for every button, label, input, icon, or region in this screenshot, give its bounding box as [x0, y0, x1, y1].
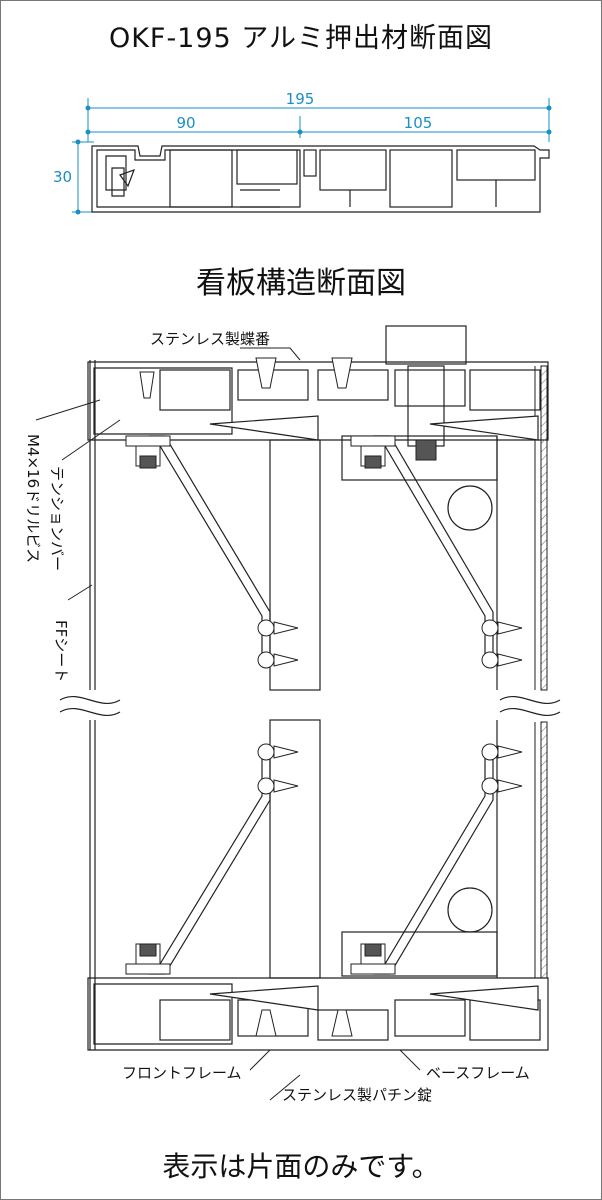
label-latch: ステンレス製パチン錠 — [282, 1086, 432, 1104]
dim-height: 30 — [53, 168, 72, 186]
drill-screws — [139, 357, 523, 1037]
section-title: 看板構造断面図 — [196, 266, 406, 301]
bolts — [125, 435, 437, 975]
footer-note: 表示は片面のみです。 — [162, 1150, 440, 1183]
base-frame-wall-bottom — [540, 721, 548, 979]
dim-overall: 195 — [286, 90, 315, 108]
dim-left: 90 — [176, 114, 195, 132]
dim-right: 105 — [404, 114, 433, 132]
page-title: OKF-195 アルミ押出材断面図 — [108, 23, 494, 54]
label-ff-sheet: FFシート — [52, 620, 70, 682]
profile-outline — [91, 145, 550, 213]
label-base-frame: ベースフレーム — [426, 1064, 530, 1082]
extrusion-profile-drawing: 195 90 105 30 — [53, 90, 552, 215]
label-hinge: ステンレス製蝶番 — [150, 330, 270, 348]
inner-panels — [269, 325, 498, 979]
base-frame-wall-top — [540, 365, 548, 691]
signboard-structure-drawing: ステンレス製蝶番 フロントフレーム ベースフレーム ステンレス製パチン錠 M4×… — [24, 325, 561, 1104]
label-front-frame: フロントフレーム — [122, 1064, 242, 1082]
label-tension-bar: テンションバー — [48, 466, 66, 571]
dimension-lines — [72, 98, 552, 215]
large-screws — [209, 415, 539, 1011]
leader-lines — [35, 347, 421, 1101]
label-screw: M4×16ドリルビス — [24, 434, 42, 563]
break-lines — [59, 695, 561, 717]
tension-bars — [148, 435, 494, 975]
ff-sheet — [89, 360, 96, 1050]
